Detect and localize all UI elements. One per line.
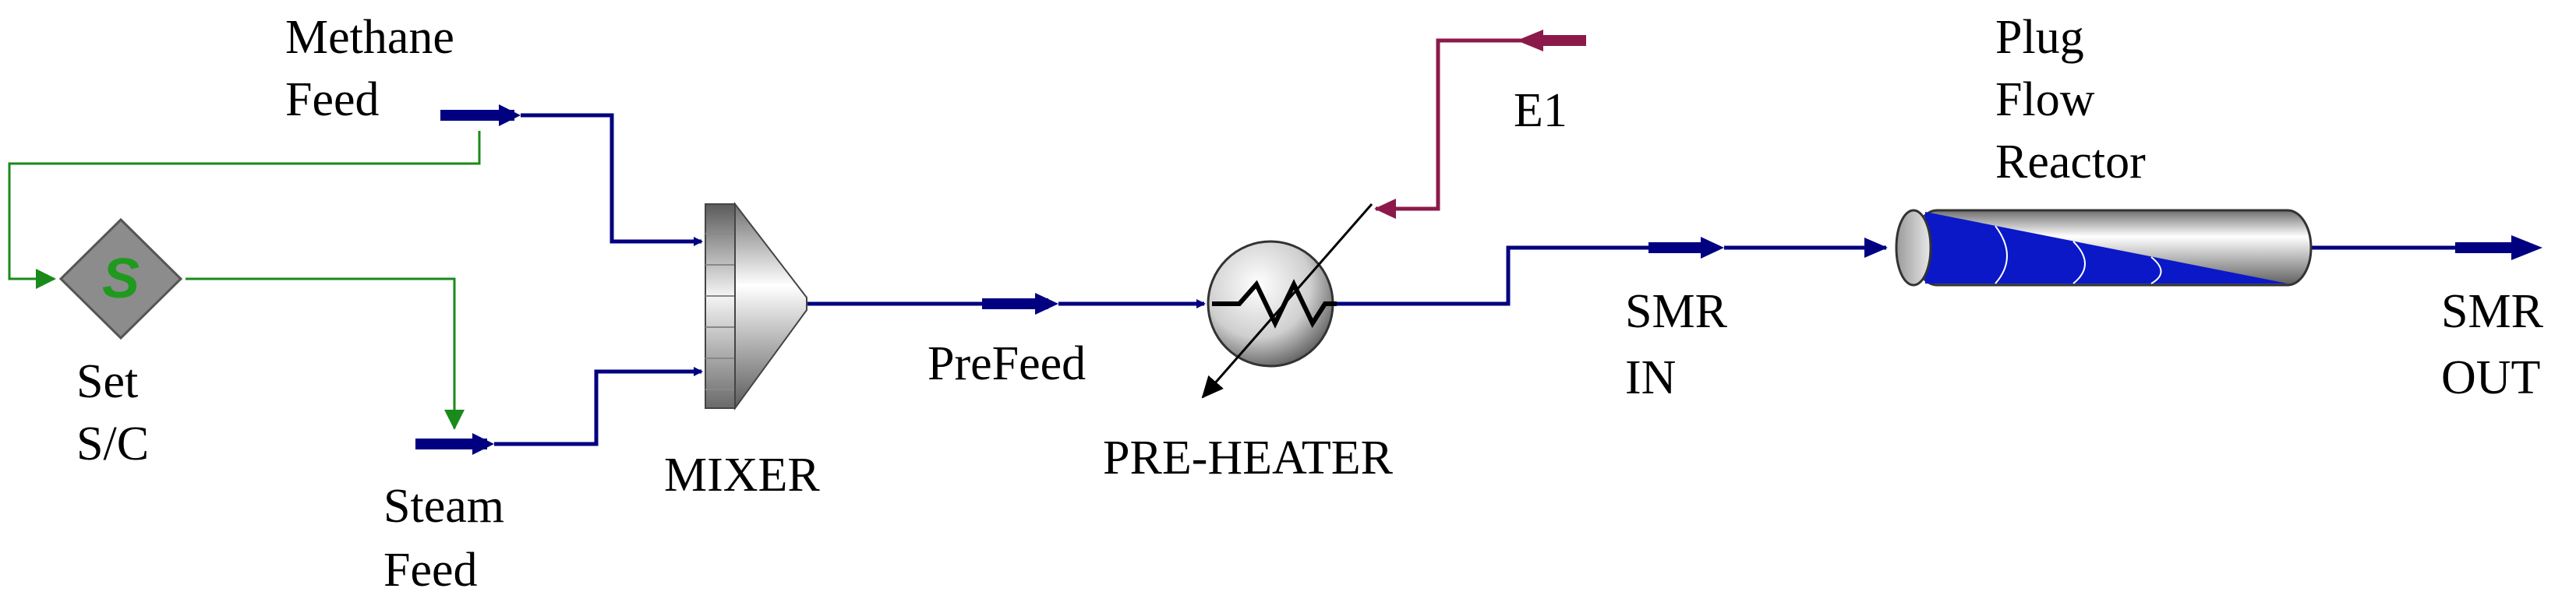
mixer-icon[interactable]: [705, 202, 807, 411]
stream-arrow-icon: [2511, 235, 2542, 260]
mixer-body[interactable]: [705, 203, 736, 409]
reactor-segment: [1995, 225, 2008, 284]
heat-exchanger-icon[interactable]: [1201, 203, 1373, 399]
smr-in-label-2: IN: [1625, 351, 1676, 404]
e1-label: E1: [1514, 84, 1567, 137]
mixer-label: MIXER: [664, 449, 820, 502]
reactor-segment: [2150, 256, 2162, 284]
smr-out-label-1: SMR: [2441, 285, 2544, 338]
signal-methane-to-set[interactable]: [8, 131, 481, 289]
material-streams: [415, 104, 2542, 455]
stream-arrow-icon: [499, 104, 521, 126]
stream-arrow-icon: [1701, 237, 1724, 259]
smr-out-label-2: OUT: [2441, 351, 2540, 404]
stream-steam-to-mixer[interactable]: [494, 367, 703, 446]
signal-set-to-steam[interactable]: [186, 277, 465, 430]
stream-arrow-icon: [472, 433, 494, 455]
set-logic-diamond-icon[interactable]: [58, 217, 183, 340]
reactor-label-2: Flow: [1995, 73, 2095, 126]
preheater-label: PRE-HEATER: [1103, 432, 1394, 484]
stream-arrow-icon: [1035, 293, 1058, 315]
heater-energy-arrow: [1201, 203, 1373, 399]
reactor-label-1: Plug: [1995, 11, 2084, 64]
steam-feed-label-1: Steam: [383, 480, 504, 533]
set-letter: S: [102, 248, 140, 310]
stream-methane-to-mixer[interactable]: [521, 113, 703, 246]
stream-arrow-icon: [1517, 30, 1543, 51]
methane-feed-label-1: Methane: [285, 11, 454, 64]
set-label-2: S/C: [76, 418, 149, 470]
plug-flow-reactor-icon[interactable]: [1895, 209, 2313, 287]
signal-lines: [8, 131, 481, 430]
reactor-catalyst: [1925, 212, 2288, 284]
set-label-1: Set: [76, 355, 138, 408]
set-block[interactable]: S: [58, 217, 183, 340]
reactor-end-cap: [1895, 209, 1932, 287]
stream-e1-line[interactable]: [1374, 38, 1539, 219]
methane-feed-label-2: Feed: [285, 73, 380, 126]
mixer-cone[interactable]: [734, 202, 807, 411]
prefeed-label: PreFeed: [928, 337, 1086, 390]
smr-in-label-1: SMR: [1625, 285, 1728, 338]
reactor-label-3: Reactor: [1995, 136, 2146, 188]
labels: Methane Feed Set S/C Steam Feed MIXER Pr…: [76, 11, 2544, 597]
energy-stream-e1[interactable]: [1374, 30, 1586, 219]
reactor-segment: [2072, 241, 2086, 284]
stream-smr-in[interactable]: [1337, 245, 1648, 306]
steam-feed-label-2: Feed: [383, 544, 478, 597]
